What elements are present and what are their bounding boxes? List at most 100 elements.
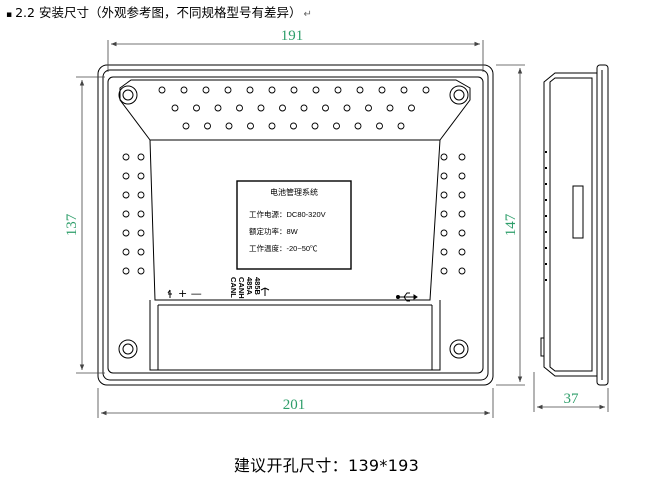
power-connector-icon xyxy=(167,289,172,298)
vent-hole xyxy=(458,229,466,237)
vent-hole xyxy=(312,86,320,94)
vent-hole xyxy=(440,229,448,237)
vent-hole xyxy=(458,191,466,199)
vent-hole xyxy=(193,104,200,112)
vent-hole xyxy=(137,153,145,161)
vent-hole xyxy=(440,191,448,199)
connector-label-2: CANH xyxy=(237,277,246,299)
vent-hole xyxy=(158,86,166,94)
vent-hole xyxy=(290,122,297,130)
vent-hole xyxy=(458,210,466,218)
vent-hole xyxy=(300,104,308,112)
vent-hole xyxy=(122,153,130,161)
bullet-marker: ▪ xyxy=(6,10,13,20)
vent-hole xyxy=(311,122,319,130)
vent-hole xyxy=(458,267,466,275)
vent-hole xyxy=(236,104,243,112)
vent-hole xyxy=(279,104,286,112)
vent-hole xyxy=(224,86,232,94)
nameplate-line-3: 工作温度：-20~50℃ xyxy=(249,243,318,253)
nameplate-line-1: 工作电源：DC80-320V xyxy=(249,209,326,219)
vent-hole xyxy=(458,153,466,161)
vent-hole xyxy=(440,172,448,180)
screw-top-right-icon xyxy=(449,85,469,105)
vent-hole xyxy=(225,122,233,130)
vent-hole xyxy=(137,172,145,180)
connector-tray xyxy=(149,300,441,371)
vent-hole xyxy=(122,248,130,256)
vent-hole xyxy=(214,104,222,112)
vent-hole xyxy=(376,122,383,130)
vent-hole xyxy=(333,122,340,130)
dimension-depth: 37 xyxy=(564,391,580,407)
side-view xyxy=(540,64,609,386)
vent-hole xyxy=(440,210,448,218)
vent-hole xyxy=(343,104,351,112)
vent-hole xyxy=(378,86,386,94)
nameplate-frame xyxy=(236,180,352,270)
vent-hole xyxy=(458,248,466,256)
vent-hole xyxy=(322,104,329,112)
nameplate-title: 电池管理系统 xyxy=(270,187,318,197)
vent-hole xyxy=(397,122,405,130)
vent-hole xyxy=(122,210,130,218)
outer-bezel xyxy=(97,64,494,386)
vent-hole xyxy=(122,267,130,275)
inner-bezel xyxy=(102,69,489,381)
vent-hole xyxy=(137,210,145,218)
vent-hole xyxy=(137,267,145,275)
dimension-bottom-width: 201 xyxy=(283,397,306,413)
vent-hole xyxy=(268,86,276,94)
nameplate-line-2: 额定功率：8W xyxy=(249,226,299,236)
cutout-recommendation: 建议开孔尺寸：139*193 xyxy=(233,456,420,475)
rear-body xyxy=(107,76,484,374)
vent-hole xyxy=(458,172,466,180)
section-heading: ▪2.2 安装尺寸（外观参考图，不同规格型号有差异）↵ xyxy=(6,2,312,21)
dimension-left-height: 137 xyxy=(64,213,80,236)
vent-hole xyxy=(356,86,364,94)
vent-hole xyxy=(122,191,130,199)
connector-label-4: 485B xyxy=(253,277,262,296)
vent-hole xyxy=(137,248,145,256)
side-vent-holes xyxy=(545,151,547,281)
vent-hole xyxy=(171,104,179,112)
screw-bottom-left-icon xyxy=(118,339,138,359)
screw-top-left-icon xyxy=(118,85,138,105)
vent-hole xyxy=(257,104,265,112)
paragraph-mark-icon: ↵ xyxy=(303,9,312,20)
vent-hole xyxy=(246,86,254,94)
vent-hole xyxy=(386,104,394,112)
vent-hole xyxy=(422,86,430,94)
vent-hole xyxy=(334,86,342,94)
vent-hole xyxy=(408,104,415,112)
front-view xyxy=(97,64,494,386)
vent-hole xyxy=(180,86,188,94)
side-body xyxy=(543,72,598,377)
vent-hole xyxy=(202,86,210,94)
vent-hole xyxy=(247,122,254,130)
vent-hole xyxy=(400,86,408,94)
section-heading-text: 2.2 安装尺寸（外观参考图，不同规格型号有差异） xyxy=(15,5,302,20)
vent-hole xyxy=(440,248,448,256)
antenna-connector-icon xyxy=(260,287,270,296)
connector-label-3: 485A xyxy=(245,277,254,296)
vent-hole xyxy=(268,122,276,130)
connector-label-1: CANL xyxy=(229,277,238,298)
vent-hole xyxy=(354,122,362,130)
vent-hole xyxy=(122,172,130,180)
side-port xyxy=(572,185,584,239)
vent-hole xyxy=(182,122,190,130)
vent-hole xyxy=(204,122,211,130)
vent-hole xyxy=(137,229,145,237)
vent-hole xyxy=(440,153,448,161)
dimension-lines xyxy=(76,40,609,418)
vent-hole xyxy=(137,191,145,199)
dimension-top-width: 191 xyxy=(281,28,304,44)
usb-icon xyxy=(396,292,418,302)
screw-bottom-right-icon xyxy=(449,339,469,359)
vent-holes xyxy=(122,86,466,275)
dimension-right-height: 147 xyxy=(503,213,519,236)
power-terminal-label: + — xyxy=(178,287,202,300)
vent-hole xyxy=(122,229,130,237)
vent-hole xyxy=(290,86,298,94)
